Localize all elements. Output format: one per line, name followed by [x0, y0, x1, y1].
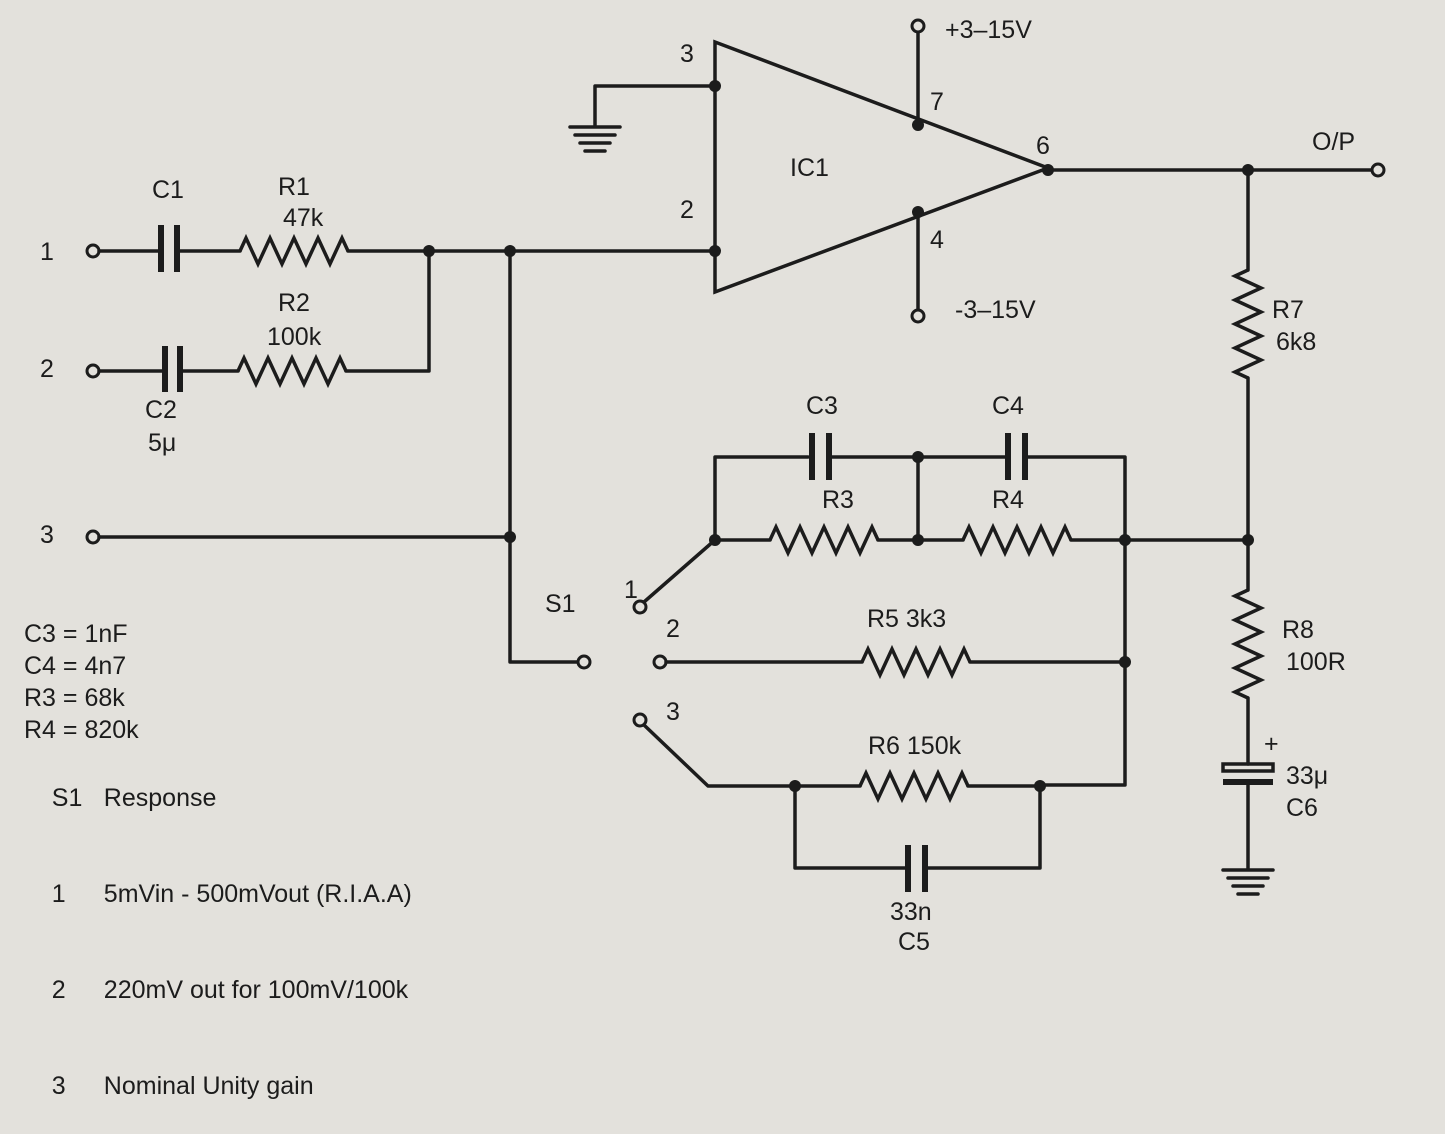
response-text: 220mV out for 100mV/100k: [103, 976, 409, 1004]
response-num: 3: [51, 1072, 66, 1100]
r1-value-label: 47k: [283, 204, 324, 232]
pin-3-label: 3: [680, 40, 694, 68]
capacitor-c3: [809, 433, 832, 480]
wire-pin3-ground: [593, 84, 717, 127]
ground-symbol-bottom: [1221, 868, 1275, 896]
component-notes: C3 = 1nF C4 = 4n7 R3 = 68k R4 = 820k S1 R…: [24, 618, 412, 1134]
input-1-terminal: [85, 243, 101, 259]
c5-value-label: 33n: [890, 898, 932, 926]
c6-polarity-label: +: [1264, 730, 1279, 758]
pin-7-label: 7: [930, 88, 944, 116]
response-row: 2 220mV out for 100mV/100k: [24, 942, 412, 1038]
negative-supply-terminal: [910, 308, 926, 324]
response-num: 1: [51, 880, 66, 908]
negative-supply-label: -3–15V: [955, 296, 1036, 324]
c6-ref-label: C6: [1286, 794, 1318, 822]
switch-common-contact: [576, 654, 592, 670]
response-header: S1 Response: [24, 750, 412, 846]
positive-supply-label: +3–15V: [945, 16, 1032, 44]
switch-label: S1: [545, 590, 576, 618]
capacitor-c4: [1005, 433, 1028, 480]
pin-2-label: 2: [680, 196, 694, 224]
circuit-schematic: IC1 3 2 7 4 6 +3–15V -3–15V O/P 1 C1 R1 …: [40, 16, 1386, 956]
r2-ref-label: R2: [278, 289, 310, 317]
r6-label: R6 150k: [868, 732, 962, 760]
c2-value-label: 5μ: [148, 429, 176, 457]
switch-position-1-contact: [632, 599, 648, 615]
value-note-r4: R4 = 820k: [24, 716, 139, 744]
op-amp-ic1: [713, 39, 1053, 295]
output-label: O/P: [1312, 128, 1355, 156]
response-num: 2: [51, 976, 66, 1004]
switch-position-3-contact: [632, 712, 648, 728]
c2-ref-label: C2: [145, 396, 177, 424]
r8-value-label: 100R: [1286, 648, 1346, 676]
response-row: 1 5mVin - 500mVout (R.I.A.A): [24, 846, 412, 942]
input-1-label: 1: [40, 238, 54, 266]
switch-pos2-label: 2: [666, 615, 680, 643]
resistor-r1: [238, 233, 350, 269]
switch-pos3-label: 3: [666, 698, 680, 726]
capacitor-c5: [905, 845, 928, 892]
c3-ref-label: C3: [806, 392, 838, 420]
resistor-r3: [768, 522, 880, 558]
r7-ref-label: R7: [1272, 296, 1304, 324]
input-2-terminal: [85, 363, 101, 379]
c6-value-label: 33μ: [1286, 762, 1328, 790]
value-note-c4: C4 = 4n7: [24, 652, 127, 680]
response-text: 5mVin - 500mVout (R.I.A.A): [103, 880, 412, 908]
resistor-r8: [1230, 588, 1266, 700]
r8-ref-label: R8: [1282, 616, 1314, 644]
resistor-r6: [858, 768, 970, 804]
capacitor-c6-electrolytic: [1221, 762, 1275, 785]
resistor-r4: [961, 522, 1073, 558]
r5-label: R5 3k3: [867, 605, 946, 633]
resistor-r7: [1230, 268, 1266, 380]
resistor-r2: [236, 353, 348, 389]
c4-ref-label: C4: [992, 392, 1024, 420]
c1-ref-label: C1: [152, 176, 184, 204]
positive-supply-terminal: [910, 18, 926, 34]
value-note-c3: C3 = 1nF: [24, 620, 128, 648]
pin-4-label: 4: [930, 226, 944, 254]
r2-value-label: 100k: [267, 323, 322, 351]
capacitor-c2: [162, 346, 183, 392]
response-header-text: Response: [103, 784, 217, 812]
response-header-switch: S1: [51, 784, 83, 812]
switch-pos1-label: 1: [624, 576, 638, 604]
ground-symbol-top: [568, 125, 622, 153]
response-text: Nominal Unity gain: [103, 1072, 314, 1100]
switch-position-2-contact: [652, 654, 668, 670]
output-terminal: [1370, 162, 1386, 178]
c5-ref-label: C5: [898, 928, 930, 956]
input-3-label: 3: [40, 521, 54, 549]
r3-ref-label: R3: [822, 486, 854, 514]
ic1-label: IC1: [790, 154, 829, 182]
pin-6-label: 6: [1036, 132, 1050, 160]
capacitor-c1: [158, 225, 180, 272]
r4-ref-label: R4: [992, 486, 1024, 514]
resistor-r5: [860, 644, 972, 680]
value-note-r3: R3 = 68k: [24, 684, 125, 712]
r1-ref-label: R1: [278, 173, 310, 201]
response-row: 3 Nominal Unity gain: [24, 1038, 412, 1134]
r7-value-label: 6k8: [1276, 328, 1316, 356]
input-3-terminal: [85, 529, 101, 545]
input-2-label: 2: [40, 355, 54, 383]
